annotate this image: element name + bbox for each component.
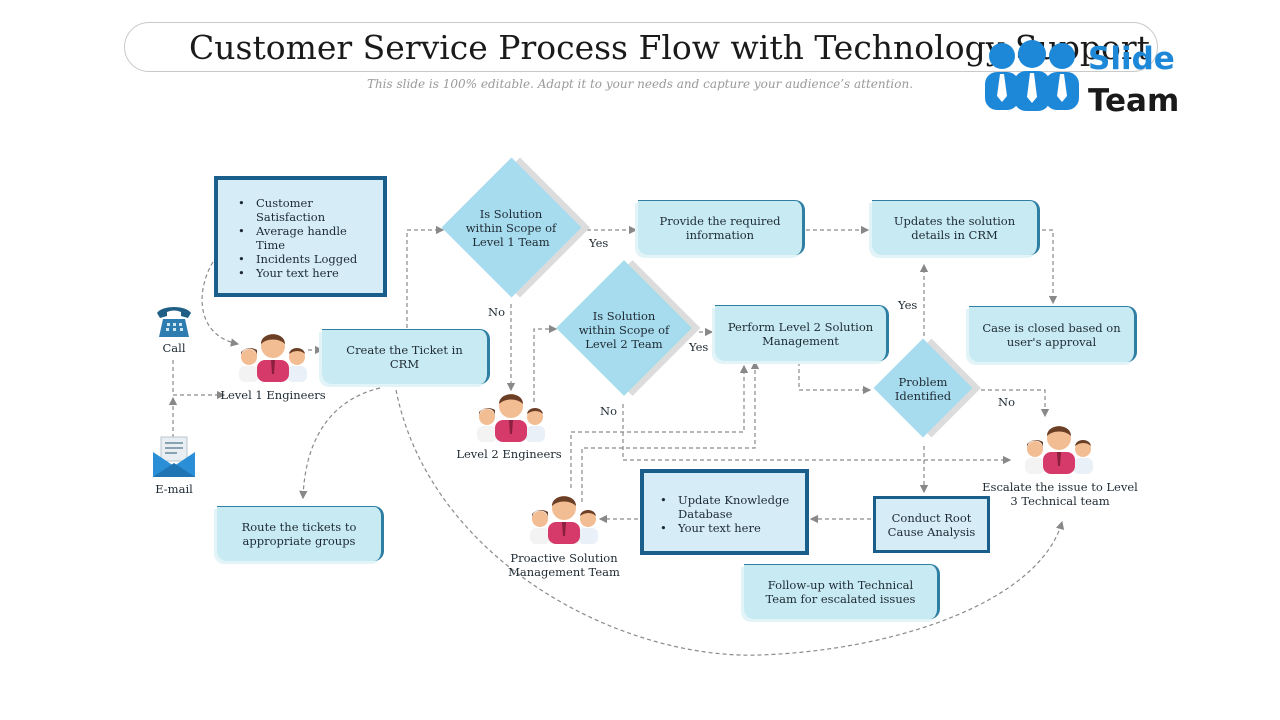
edge-label-no: No	[488, 305, 505, 319]
metric-item: Your text here	[234, 266, 371, 280]
email-icon	[153, 436, 195, 477]
metric-item: Incidents Logged	[234, 252, 371, 266]
decision-text: Level 1 Team	[472, 235, 550, 249]
step-create-ticket: Create the Ticket in CRM	[322, 329, 490, 384]
connector-metrics-to-level1	[201, 261, 240, 347]
decision-problem-text: Problem Identified	[872, 366, 974, 412]
decision-scope-l1-text: Is Solution within Scope of Level 1 Team	[443, 190, 579, 266]
logo-word-team: Team	[1088, 83, 1180, 119]
step-text: Case is closed based on	[982, 320, 1121, 335]
step-text: user's approval	[1006, 334, 1097, 349]
step-text: Follow-up with Technical	[767, 578, 914, 592]
step-text: Conduct Root	[891, 510, 972, 525]
decision-text: Identified	[894, 389, 952, 403]
step-case-closed: Case is closed based on user's approval	[969, 306, 1137, 362]
slideteam-logo-icon	[985, 40, 1079, 111]
level1-engineers-label: Level 1 Engineers	[220, 388, 326, 402]
step-text: Provide the required	[659, 214, 781, 228]
connector-proactive-to-perform-b	[581, 360, 760, 502]
step-text: appropriate groups	[242, 534, 356, 548]
step-root-cause: Conduct Root Cause Analysis	[873, 496, 990, 553]
step-perform-l2: Perform Level 2 Solution Management	[715, 305, 889, 361]
step-follow-up: Follow-up with Technical Team for escala…	[744, 564, 940, 619]
title-pill	[124, 22, 1158, 72]
decision-text: Is Solution	[479, 207, 543, 221]
step-update-crm: Updates the solution details in CRM	[872, 200, 1040, 255]
knowledge-list-box: Update Knowledge Database Your text here	[640, 469, 809, 555]
level3-team-line: Escalate the issue to Level	[982, 480, 1138, 494]
channel-email-label: E-mail	[155, 482, 193, 496]
people-group-icon	[1025, 426, 1093, 474]
connector-problem-no	[974, 389, 1050, 418]
step-text: Perform Level 2 Solution	[727, 319, 874, 334]
step-text: Create the Ticket in CRM	[346, 343, 463, 371]
step-text: Updates the solution	[893, 214, 1016, 228]
page-subtitle: This slide is 100% editable. Adapt it to…	[366, 77, 914, 91]
step-text: details in CRM	[911, 228, 998, 242]
proactive-team-line: Management Team	[508, 565, 620, 579]
decision-text: within Scope of	[465, 221, 557, 235]
connector-proactive-to-perform	[570, 364, 749, 488]
telephone-icon	[157, 307, 191, 337]
metric-item: Average handle Time	[234, 224, 371, 252]
edge-label-yes: Yes	[589, 236, 609, 250]
channel-call-label: Call	[162, 341, 186, 355]
level3-team-label: Escalate the issue to Level 3 Technical …	[980, 480, 1140, 508]
people-group-icon	[239, 334, 307, 382]
knowledge-item: Update Knowledge Database	[656, 493, 791, 521]
decision-text: Is Solution	[592, 309, 656, 323]
metric-item: Customer Satisfaction	[234, 196, 371, 224]
proactive-team-label: Proactive Solution Management Team	[494, 551, 634, 579]
edge-label-no: No	[998, 395, 1015, 409]
decision-text: within Scope of	[578, 323, 670, 337]
connector-ticket-to-scope1	[406, 225, 445, 328]
decision-text: Level 2 Team	[585, 337, 663, 351]
edge-label-no: No	[600, 404, 617, 418]
decision-scope-l2-text: Is Solution within Scope of Level 2 Team	[556, 292, 692, 368]
step-text: Cause Analysis	[887, 524, 976, 539]
people-group-icon	[530, 496, 598, 544]
level2-engineers-label: Level 2 Engineers	[456, 447, 562, 461]
step-provide-info: Provide the required information	[638, 200, 805, 255]
connector-level2-to-scope2	[533, 324, 558, 402]
proactive-team-line: Proactive Solution	[510, 551, 618, 565]
step-text: Route the tickets to	[241, 520, 357, 534]
edge-label-yes: Yes	[689, 340, 709, 354]
step-text: information	[685, 228, 755, 242]
connector-scope2-no	[622, 404, 1012, 465]
connector-update-to-closed	[1042, 229, 1058, 305]
edge-label-yes: Yes	[898, 298, 918, 312]
decision-text: Problem	[898, 375, 948, 389]
page-title: Customer Service Process Flow with Techn…	[189, 28, 1150, 67]
connector-call-to-level1	[172, 360, 226, 400]
slideteam-logo: Slide Team	[982, 38, 1179, 118]
people-group-icon	[477, 394, 545, 442]
connector-ticket-to-level3	[395, 389, 1065, 656]
step-route-tickets: Route the tickets to appropriate groups	[217, 506, 384, 561]
knowledge-item: Your text here	[656, 521, 791, 535]
logo-word-slide: Slide	[1088, 41, 1175, 77]
metrics-list-box: Customer Satisfaction Average handle Tim…	[214, 176, 387, 297]
connector-ticket-to-route	[299, 387, 381, 500]
step-text: Management	[762, 333, 839, 348]
step-text: Team for escalated issues	[765, 592, 916, 606]
level3-team-line: 3 Technical team	[1010, 494, 1110, 508]
connector-perform-to-problem	[798, 362, 872, 395]
